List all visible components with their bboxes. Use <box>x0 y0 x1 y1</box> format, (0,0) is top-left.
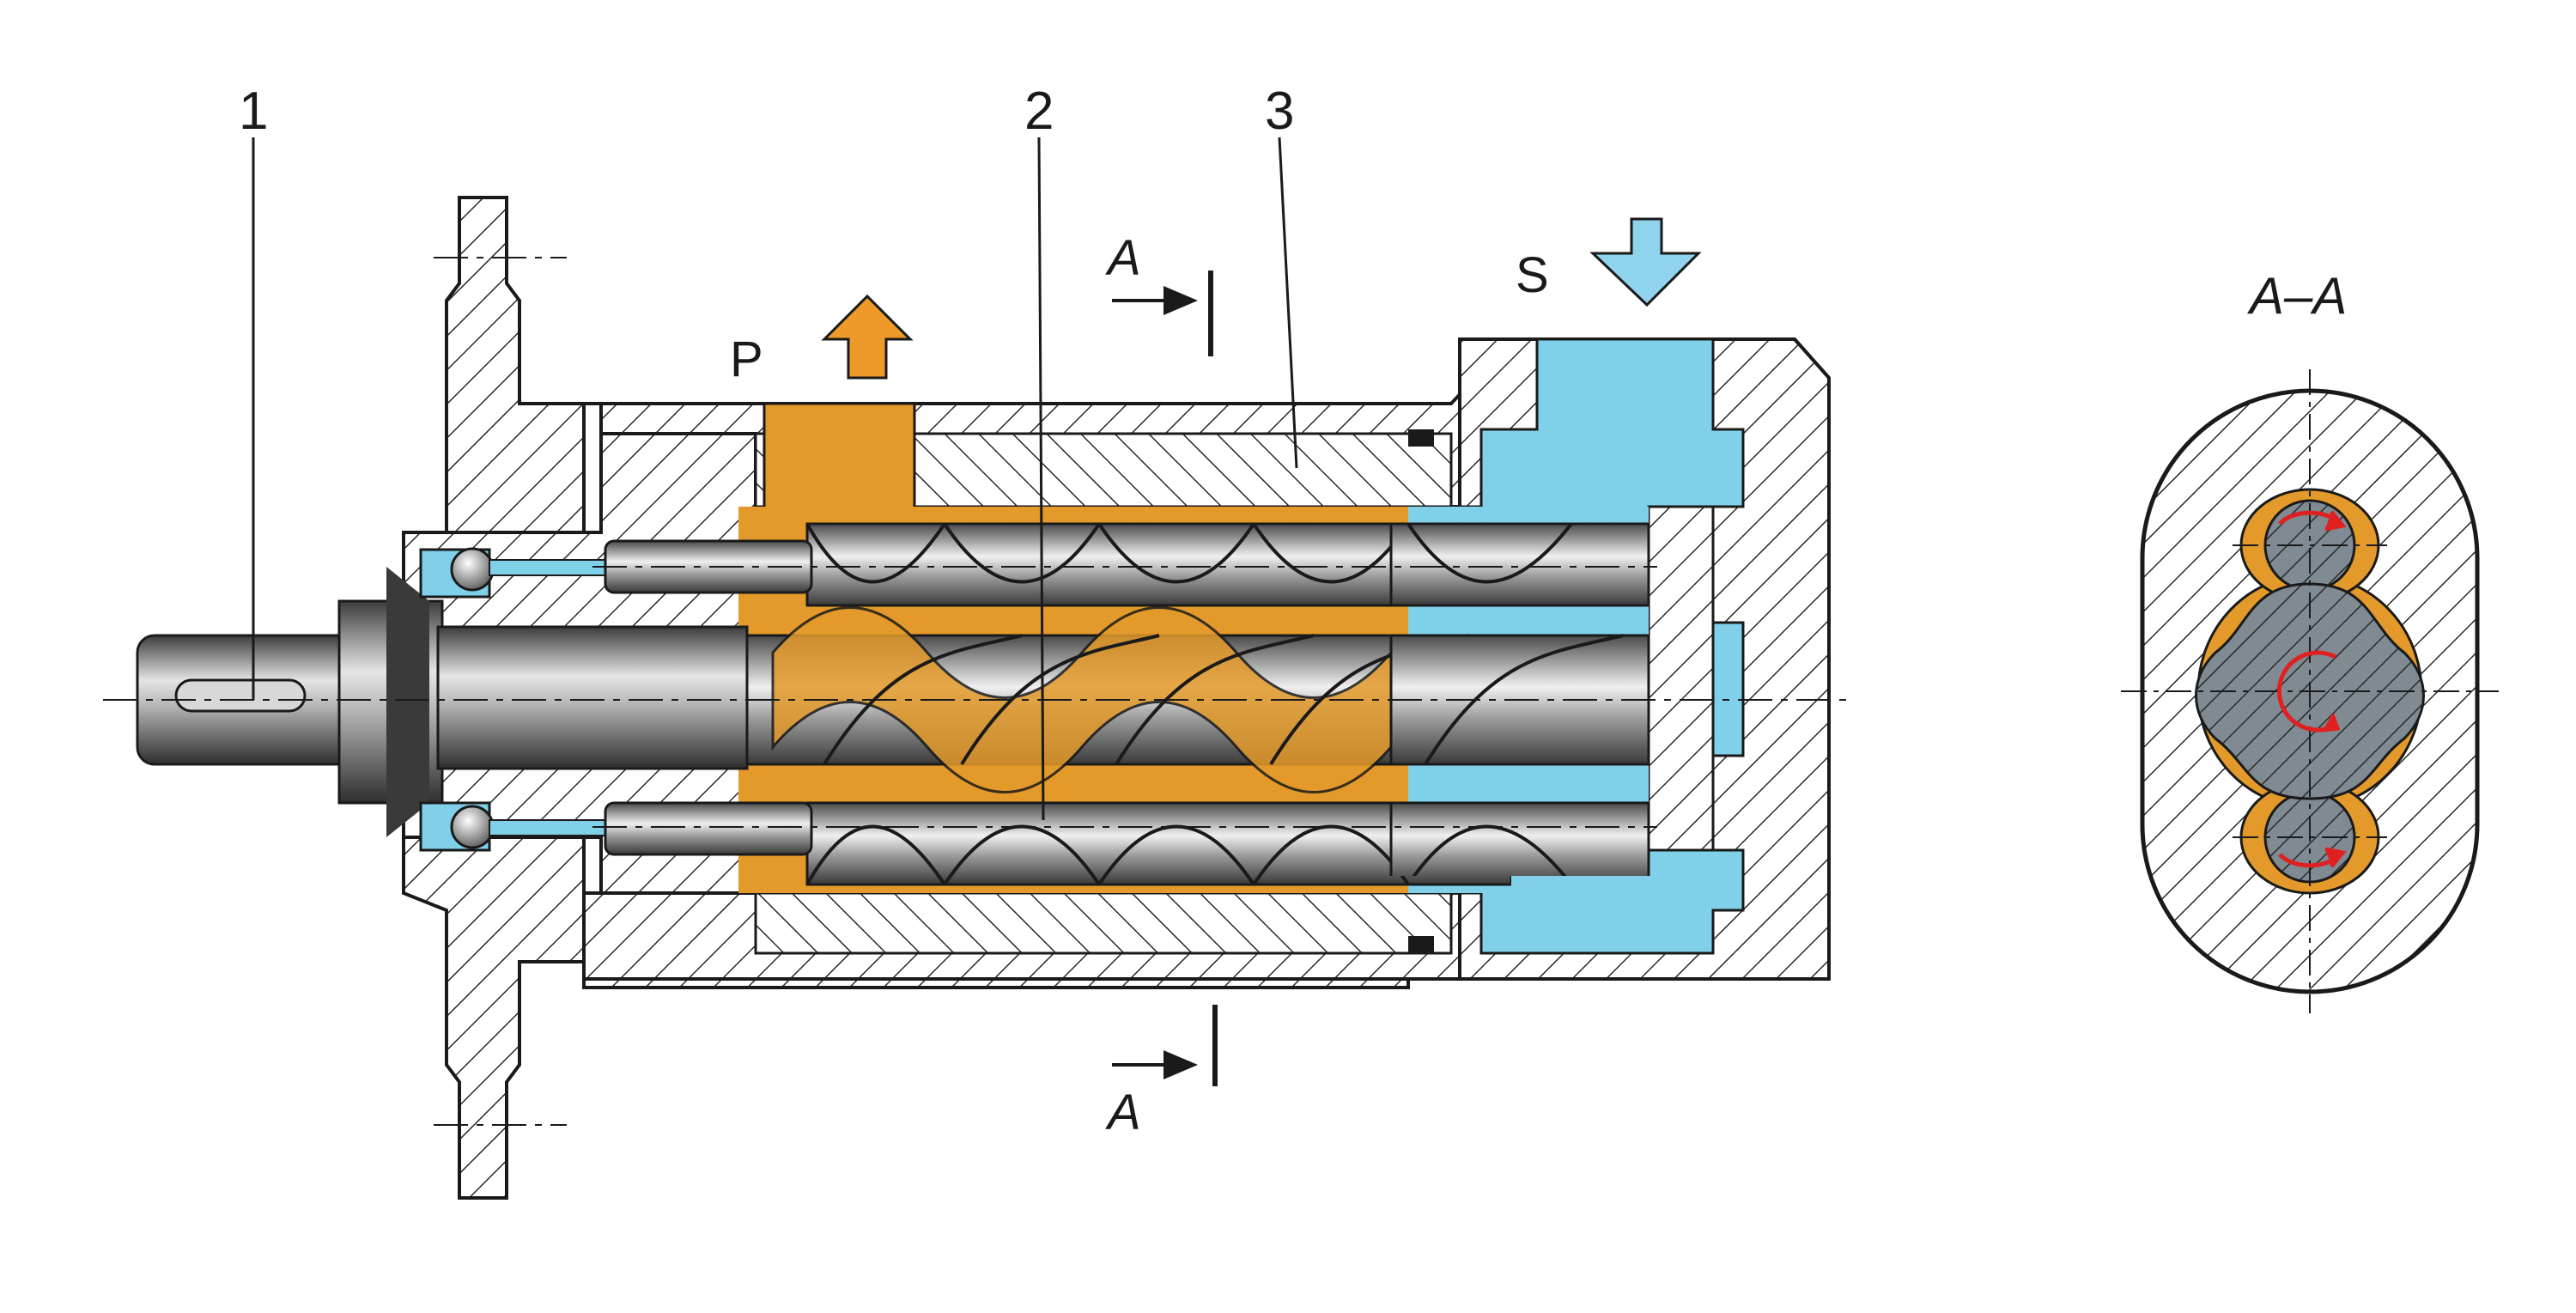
section-marker-top <box>1112 271 1213 356</box>
o-ring-bottom <box>1408 936 1434 953</box>
label-pressure-port: P <box>730 331 763 387</box>
idler-shaft-lower <box>604 801 813 856</box>
o-ring-top <box>1408 429 1434 447</box>
bearing-ball-lower <box>450 805 495 849</box>
section-marker-bottom <box>1112 1005 1218 1086</box>
label-part-2: 2 <box>1024 82 1054 141</box>
label-section-bottom: A <box>1105 1085 1141 1140</box>
label-section-view-title: A–A <box>2247 267 2347 325</box>
shaft-seal-left <box>386 567 429 837</box>
center-lines <box>103 257 1846 1126</box>
pressure-port-channel <box>762 402 916 513</box>
bearing-ball-upper <box>450 547 495 592</box>
leader-lines <box>252 137 1298 821</box>
suction-end-block <box>1647 505 1715 852</box>
suction-side-screws <box>1389 522 1650 876</box>
suction-arrow-icon <box>1589 217 1702 307</box>
rotation-arrow-icon <box>2276 510 2347 868</box>
shaft-body <box>436 625 749 770</box>
label-suction-port: S <box>1516 247 1549 303</box>
label-part-3: 3 <box>1265 82 1294 141</box>
bearings <box>419 539 813 856</box>
pressure-arrow-icon <box>821 294 914 380</box>
label-part-1: 1 <box>239 82 268 141</box>
pump-liner-bottom <box>754 891 1453 955</box>
label-section-top: A <box>1105 230 1141 286</box>
shaft-keyway <box>174 678 307 713</box>
section-view-aa <box>2121 369 2499 1013</box>
